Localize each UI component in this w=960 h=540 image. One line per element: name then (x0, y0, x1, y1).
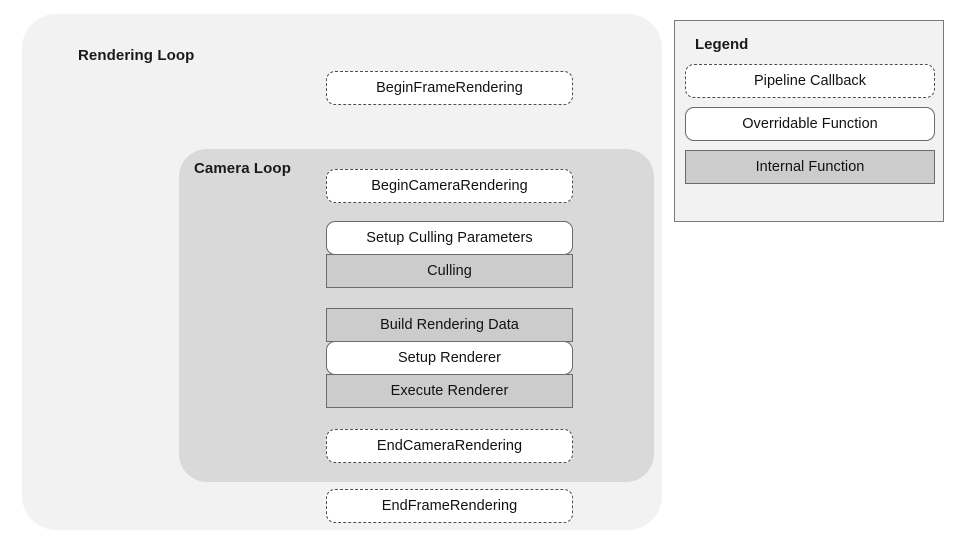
legend-item-pipeline-callback: Pipeline Callback (685, 64, 935, 98)
camera-loop-title: Camera Loop (194, 160, 291, 177)
node-end-camera-rendering[interactable]: EndCameraRendering (326, 429, 573, 463)
node-setup-renderer[interactable]: Setup Renderer (326, 341, 573, 375)
legend-item-overridable-function: Overridable Function (685, 107, 935, 141)
node-culling[interactable]: Culling (326, 254, 573, 288)
node-begin-frame-rendering[interactable]: BeginFrameRendering (326, 71, 573, 105)
node-build-rendering-data[interactable]: Build Rendering Data (326, 308, 573, 342)
node-execute-renderer[interactable]: Execute Renderer (326, 374, 573, 408)
legend-panel: Legend Pipeline Callback Overridable Fun… (674, 20, 944, 222)
node-end-frame-rendering[interactable]: EndFrameRendering (326, 489, 573, 523)
rendering-loop-title: Rendering Loop (78, 47, 195, 64)
node-setup-culling-parameters[interactable]: Setup Culling Parameters (326, 221, 573, 255)
legend-item-internal-function: Internal Function (685, 150, 935, 184)
legend-title: Legend (695, 36, 749, 53)
node-begin-camera-rendering[interactable]: BeginCameraRendering (326, 169, 573, 203)
